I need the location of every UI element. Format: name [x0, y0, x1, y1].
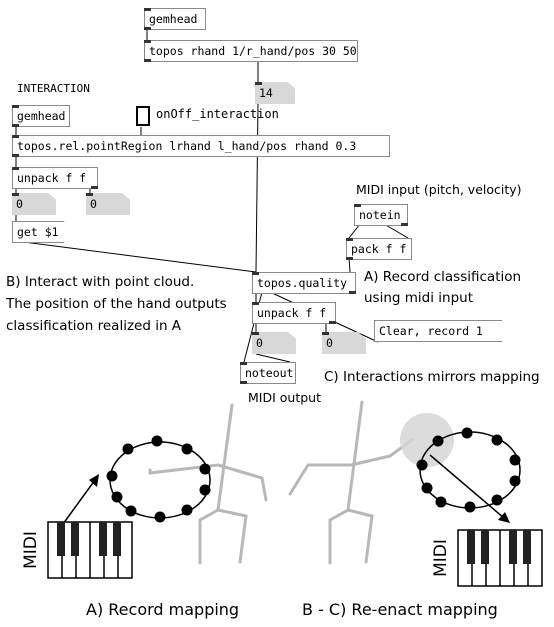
unpack-object-mid[interactable]: unpack f f [252, 302, 336, 324]
point-cloud-dots-right [416, 427, 521, 513]
record-classification-label-1: A) Record classification [364, 269, 522, 285]
interact-label-2: The position of the hand outputs [6, 296, 227, 312]
caption-left: A) Record mapping [86, 600, 240, 619]
onoff-toggle[interactable] [136, 106, 150, 126]
wire-notein-pack1 [348, 223, 361, 239]
midi-left-label: MIDI [21, 531, 41, 569]
keyboard-left [47, 521, 133, 579]
keyboard-right [457, 529, 543, 587]
gemhead-object-left[interactable]: gemhead [12, 105, 70, 127]
clear-record-message[interactable]: Clear, record 1 [374, 320, 512, 342]
midi-input-label: MIDI input (pitch, velocity) [356, 182, 522, 197]
wire-atom14-quality [255, 103, 259, 273]
number-atom-mid-2[interactable]: 0 [322, 332, 366, 354]
stick-figure-left [148, 403, 268, 565]
stick-figure-right [288, 400, 414, 565]
point-cloud-dots-left [106, 435, 211, 523]
toggle-label: onOff_interaction [156, 107, 279, 121]
number-atom-left-1[interactable]: 0 [12, 193, 56, 215]
record-classification-label-2: using midi input [364, 290, 473, 306]
gemhead-object-top[interactable]: gemhead [144, 8, 206, 30]
arrow-left-head [89, 474, 99, 487]
interact-label-3: classification realized in A [6, 318, 182, 334]
topos-quality-object[interactable]: topos.quality [252, 272, 356, 294]
midi-right-label: MIDI [431, 539, 451, 577]
get-message-flag [64, 221, 76, 243]
section-title: INTERACTION [17, 82, 90, 95]
pointregion-object[interactable]: topos.rel.pointRegion lrhand l_hand/pos … [12, 135, 390, 157]
wire-atom-noteout [255, 353, 291, 363]
caption-right: B - C) Re-enact mapping [302, 600, 498, 619]
mirrors-label: C) Interactions mirrors mapping [324, 369, 540, 385]
clear-message-flag [502, 320, 514, 342]
unpack-object-left[interactable]: unpack f f [12, 167, 98, 189]
pack-object[interactable]: pack f f [346, 238, 412, 260]
number-atom-14[interactable]: 14 [255, 82, 295, 104]
hand-region-highlight [400, 413, 454, 467]
wire-notein-pack2 [383, 223, 409, 239]
number-atom-mid-1[interactable]: 0 [252, 332, 296, 354]
noteout-object[interactable]: noteout [240, 362, 296, 384]
midi-output-label: MIDI output [248, 390, 321, 405]
get-message[interactable]: get $1 [12, 221, 70, 243]
arrow-right-line [429, 454, 505, 519]
topos-rhand-object[interactable]: topos rhand 1/r_hand/pos 30 50 [144, 40, 358, 62]
wire-get-quality [15, 240, 257, 273]
wire-pack-quality [348, 257, 351, 273]
arrow-right-head [498, 512, 510, 523]
notein-object[interactable]: notein [354, 204, 408, 226]
number-atom-left-2[interactable]: 0 [86, 193, 130, 215]
interact-label-1: B) Interact with point cloud. [6, 274, 195, 290]
